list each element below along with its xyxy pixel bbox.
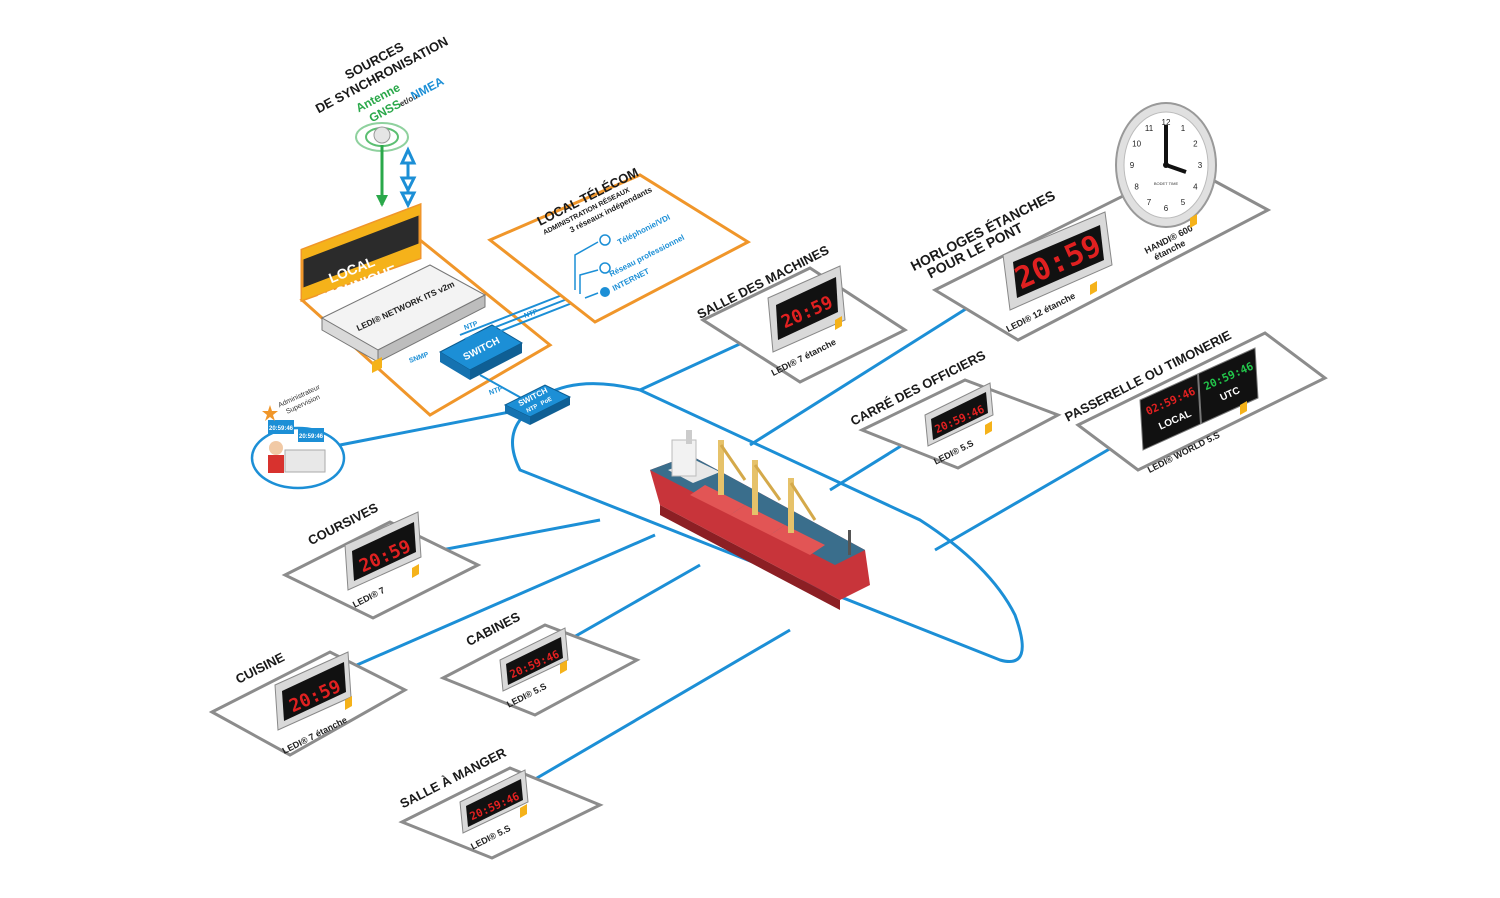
admin-screen-2-time: 20:59:46: [299, 434, 324, 440]
zone-carre-officiers: CARRÉ DES OFFICIERS 20:59:46 LEDI® 5.S: [848, 347, 1062, 470]
zone-salle-manger: SALLE À MANGER 20:59:46 LEDI® 5.S: [397, 744, 604, 860]
warning-icon: [985, 421, 992, 435]
warning-icon: [1240, 401, 1247, 415]
zone-horloges: HORLOGES ÉTANCHES POUR LE PONT 20:59 LED…: [908, 102, 1272, 342]
link-salle-manger: [524, 628, 791, 787]
warning-icon: [835, 316, 842, 330]
clock-numeral: 12: [1162, 118, 1171, 127]
link-cuisine: [349, 533, 656, 670]
ntp-label-1: NTP: [463, 320, 479, 331]
sources-nmea: NMEA: [408, 74, 446, 103]
clock-numeral: 5: [1181, 198, 1186, 207]
clock-ledi12-etanche: 20:59: [1002, 211, 1113, 311]
clock-ledi7: 20:59: [344, 511, 422, 591]
warning-icon: [372, 357, 382, 373]
admin-screen-2: [298, 428, 324, 442]
clock-numeral: 7: [1147, 198, 1152, 207]
network-lines: [339, 298, 1126, 787]
hour-hand: [1165, 163, 1187, 174]
local-telecom-zone: LOCAL TÉLÉCOM ADMINISTRATION RÉSEAUX 3 r…: [487, 165, 752, 324]
clock-ledi5s: 20:59:46: [459, 769, 529, 834]
warning-icon: [412, 564, 419, 578]
ship-illustration: [650, 430, 870, 610]
admin-screen-1: [268, 420, 294, 434]
clock-ledi7-etanche: 20:59: [767, 265, 846, 353]
nmea-arrows: [399, 146, 417, 209]
clock-numeral: 3: [1198, 161, 1203, 170]
person-icon: [269, 441, 283, 455]
switch2-line2: NTP: [526, 404, 539, 415]
clock-numeral: 10: [1132, 140, 1141, 149]
snmp-label: SNMP: [408, 351, 430, 365]
gnss-antenna-icon: [355, 122, 409, 207]
clock-numeral: 11: [1145, 124, 1154, 133]
sources-block: SOURCES DE SYNCHRONISATION Antenne GNSS …: [313, 34, 451, 126]
clock-numeral: 8: [1134, 183, 1139, 192]
globe-icon: [600, 287, 610, 297]
clock-numeral: 9: [1130, 161, 1135, 170]
link-horloges: [749, 298, 981, 447]
clock-numerals: 12 12 3 45 6 78 9 10 11: [1130, 118, 1203, 213]
warning-icon: [1190, 214, 1197, 228]
warning-icon: [520, 804, 527, 818]
telephony-icon: [599, 234, 611, 246]
zone-coursives: COURSIVES 20:59 LEDI® 7: [281, 500, 482, 620]
network-icon: [599, 262, 611, 274]
warning-icon: [1090, 281, 1097, 295]
admin-station: 20:59:46 20:59:46 Administrateur Supervi…: [250, 384, 346, 490]
switch-ntp-poe: SWITCH NTP PoE: [503, 384, 572, 425]
clock-numeral: 4: [1193, 183, 1198, 192]
ntp-label-3: NTP: [488, 385, 504, 396]
clock-numeral: 1: [1181, 124, 1186, 133]
clock-ledi5s: 20:59:46: [924, 382, 994, 447]
ship-backbone-outline: [511, 382, 1024, 663]
link-cabines: [559, 563, 701, 647]
analog-clock-handi600: 12 12 3 45 6 78 9 10 11 BODET TIME: [1115, 102, 1217, 228]
warning-icon: [560, 660, 567, 674]
zone-cuisine: CUISINE 20:59 LEDI® 7 étanche: [208, 649, 409, 757]
link-passerelle: [934, 438, 1126, 552]
switch2-line3: PoE: [540, 396, 553, 407]
clock-numeral: 6: [1164, 204, 1169, 213]
warning-icon: [345, 696, 352, 710]
clock-brand: BODET TIME: [1154, 181, 1179, 186]
zone-salle-machines: SALLE DES MACHINES 20:59 LEDI® 7 étanche: [695, 242, 909, 384]
admin-screen-1-time: 20:59:46: [269, 426, 294, 432]
link-admin: [339, 408, 521, 447]
star-icon: [262, 405, 278, 421]
clock-numeral: 2: [1193, 140, 1198, 149]
zone-cabines: CABINES 20:59:46 LEDI® 5.S: [439, 609, 641, 717]
